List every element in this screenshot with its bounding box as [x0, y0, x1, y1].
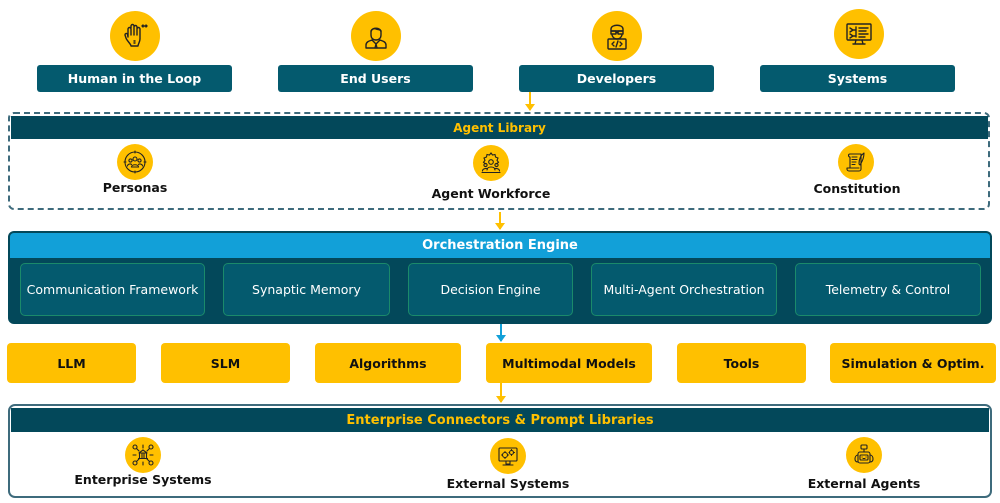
agent-library-title: Agent Library	[11, 116, 988, 139]
actor-human-in-the-loop[interactable]: Human in the Loop	[37, 65, 232, 92]
model-algorithms[interactable]: Algorithms	[315, 343, 461, 383]
group-target-icon	[117, 144, 153, 180]
arrow-to-orchestration-engine	[495, 212, 505, 230]
raised-hand-icon	[110, 11, 160, 61]
orchestration-component-multi-agent-orchestration[interactable]: Multi-Agent Orchestration	[591, 263, 777, 316]
orchestration-component-synaptic-memory[interactable]: Synaptic Memory	[223, 263, 390, 316]
user-icon	[351, 11, 401, 61]
orchestration-component-communication-framework[interactable]: Communication Framework	[20, 263, 205, 316]
model-llm[interactable]: LLM	[7, 343, 136, 383]
robot-icon	[846, 437, 882, 473]
arrow-to-agent-library	[525, 92, 535, 111]
enterprise-connectors-title: Enterprise Connectors & Prompt Libraries	[11, 408, 989, 432]
agent-library-container	[8, 112, 990, 210]
model-simulation-optim[interactable]: Simulation & Optim.	[830, 343, 996, 383]
agent-library-item-agent-workforce[interactable]: Agent Workforce	[431, 186, 551, 201]
scroll-quill-icon	[838, 144, 874, 180]
orchestration-engine-title: Orchestration Engine	[10, 233, 990, 258]
model-multimodal-models[interactable]: Multimodal Models	[486, 343, 652, 383]
agent-library-item-constitution[interactable]: Constitution	[813, 181, 901, 196]
orchestration-component-telemetry-control[interactable]: Telemetry & Control	[795, 263, 981, 316]
gear-people-icon	[473, 145, 509, 181]
agent-library-item-personas[interactable]: Personas	[102, 180, 168, 195]
enterprise-item-external-agents[interactable]: External Agents	[807, 476, 921, 491]
orchestration-component-decision-engine[interactable]: Decision Engine	[408, 263, 573, 316]
developer-laptop-icon	[592, 11, 642, 61]
model-tools[interactable]: Tools	[677, 343, 806, 383]
network-building-icon	[125, 437, 161, 473]
actor-systems[interactable]: Systems	[760, 65, 955, 92]
monitor-gears-icon	[490, 438, 526, 474]
enterprise-item-enterprise-systems[interactable]: Enterprise Systems	[74, 472, 212, 487]
actor-end-users[interactable]: End Users	[278, 65, 473, 92]
model-slm[interactable]: SLM	[161, 343, 290, 383]
arrow-to-enterprise-connectors	[496, 383, 506, 403]
actor-developers[interactable]: Developers	[519, 65, 714, 92]
computer-monitor-icon	[834, 9, 884, 59]
arrow-to-models	[496, 324, 506, 342]
enterprise-item-external-systems[interactable]: External Systems	[446, 476, 570, 491]
